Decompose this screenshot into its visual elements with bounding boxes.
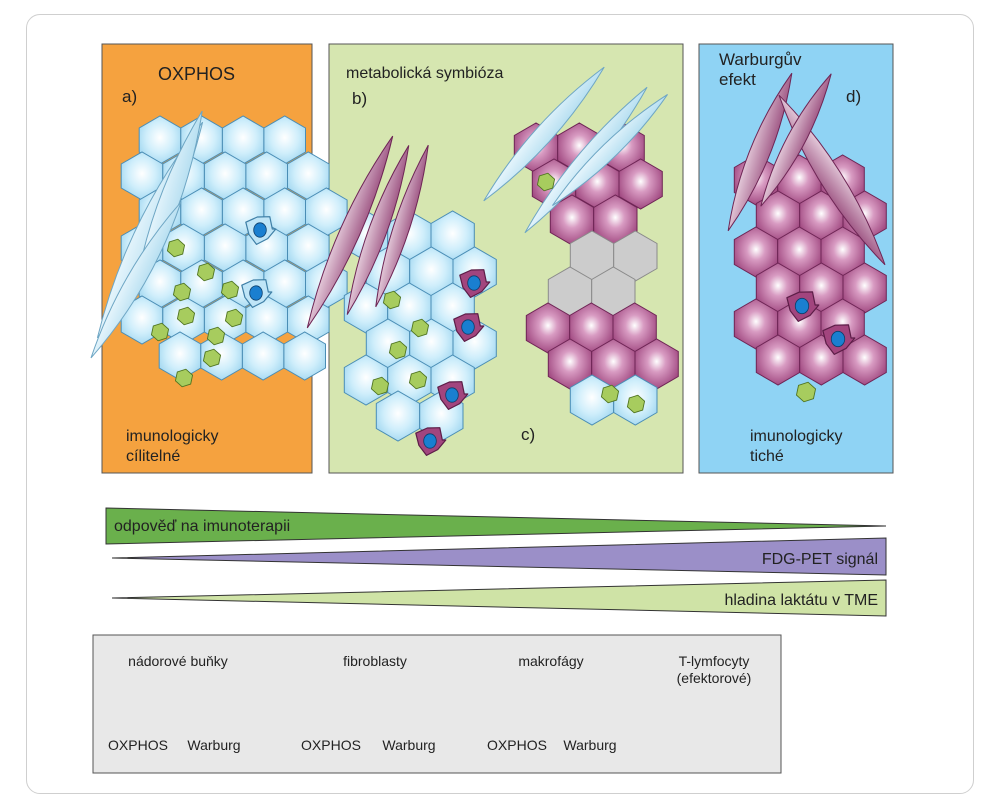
t-lymphocyte bbox=[224, 308, 244, 328]
panel-a-footer-1: imunologicky bbox=[126, 428, 218, 445]
panel-a-footer-2: cílitelné bbox=[126, 448, 180, 465]
macrophage-nucleus bbox=[830, 330, 846, 348]
macrophage-nucleus bbox=[253, 222, 267, 238]
t-lymphocyte bbox=[176, 306, 196, 326]
gradient-lactate bbox=[111, 579, 887, 617]
legend-macro-oxphos: OXPHOS bbox=[487, 737, 547, 753]
panel-d-title-1: Warburgův bbox=[719, 50, 802, 69]
t-lymphocyte bbox=[795, 381, 817, 403]
oxphos-tumor-cell bbox=[283, 331, 326, 381]
t-lymphocyte bbox=[172, 282, 192, 302]
t-lymphocyte bbox=[166, 238, 186, 258]
macrophage-nucleus bbox=[249, 285, 263, 301]
oxphos-fibroblast bbox=[483, 66, 605, 202]
t-lymphocyte bbox=[388, 340, 408, 360]
panel-b-title: metabolická symbióza bbox=[346, 65, 504, 82]
panel-c-letter: c) bbox=[521, 425, 535, 444]
legend-fibro-warburg: Warburg bbox=[382, 737, 435, 753]
t-lymphocyte bbox=[174, 368, 194, 388]
t-lymphocyte bbox=[408, 370, 428, 390]
t-lymphocyte bbox=[536, 172, 556, 192]
legend-tumor-title: nádorové buňky bbox=[128, 653, 228, 669]
warburg-tumor-cell bbox=[618, 158, 663, 210]
panel-d-footer-1: imunologicky bbox=[750, 428, 842, 445]
t-lymphocyte bbox=[202, 348, 222, 368]
legend-fibro-title: fibroblasty bbox=[343, 653, 407, 669]
panel-a-letter: a) bbox=[122, 87, 137, 106]
legend-tumor-oxphos: OXPHOS bbox=[108, 737, 168, 753]
legend-tcell-title-1: T-lymfocyty bbox=[679, 653, 750, 669]
t-lymphocyte bbox=[382, 290, 402, 310]
legend-box bbox=[92, 634, 782, 774]
warburg-fibroblast bbox=[727, 72, 793, 232]
gradient-lactate-label: hladina laktátu v TME bbox=[724, 592, 878, 609]
macrophage-nucleus bbox=[423, 433, 437, 449]
t-lymphocyte bbox=[370, 376, 390, 396]
t-lymphocyte bbox=[600, 384, 620, 404]
legend-fibro-oxphos: OXPHOS bbox=[301, 737, 361, 753]
macrophage-nucleus bbox=[445, 387, 459, 403]
panel-d-title-2: efekt bbox=[719, 70, 756, 89]
warburg-fibroblast bbox=[760, 73, 832, 207]
t-lymphocyte bbox=[206, 326, 226, 346]
macrophage-nucleus bbox=[461, 319, 475, 335]
legend-macro-title: makrofágy bbox=[518, 653, 583, 669]
t-lymphocyte bbox=[626, 394, 646, 414]
legend-macro-warburg: Warburg bbox=[563, 737, 616, 753]
panel-d-letter: d) bbox=[846, 87, 861, 106]
cell-layer bbox=[90, 66, 887, 740]
legend-tcell-title-2: (efektorové) bbox=[677, 670, 752, 686]
warburg-fibroblast bbox=[306, 135, 394, 329]
warburg-fibroblast bbox=[375, 144, 429, 308]
macrophage-nucleus bbox=[467, 275, 481, 291]
t-lymphocyte bbox=[196, 262, 216, 282]
gradient-immunotherapy-label: odpověď na imunoterapii bbox=[114, 518, 290, 535]
gradient-fdg-pet-label: FDG-PET signál bbox=[762, 551, 878, 568]
panel-a-title: OXPHOS bbox=[158, 64, 235, 84]
t-lymphocyte bbox=[410, 318, 430, 338]
panel-d-footer-2: tiché bbox=[750, 448, 784, 465]
t-lymphocyte bbox=[220, 280, 240, 300]
gradient-fdg-pet bbox=[111, 537, 887, 576]
legend-tumor-warburg: Warburg bbox=[187, 737, 240, 753]
t-lymphocyte bbox=[150, 322, 170, 342]
warburg-fibroblast bbox=[346, 145, 410, 315]
gradient-immunotherapy bbox=[105, 507, 887, 545]
oxphos-fibroblast bbox=[552, 94, 668, 206]
macrophage-nucleus bbox=[794, 297, 810, 315]
panel-b-letter: b) bbox=[352, 89, 367, 108]
